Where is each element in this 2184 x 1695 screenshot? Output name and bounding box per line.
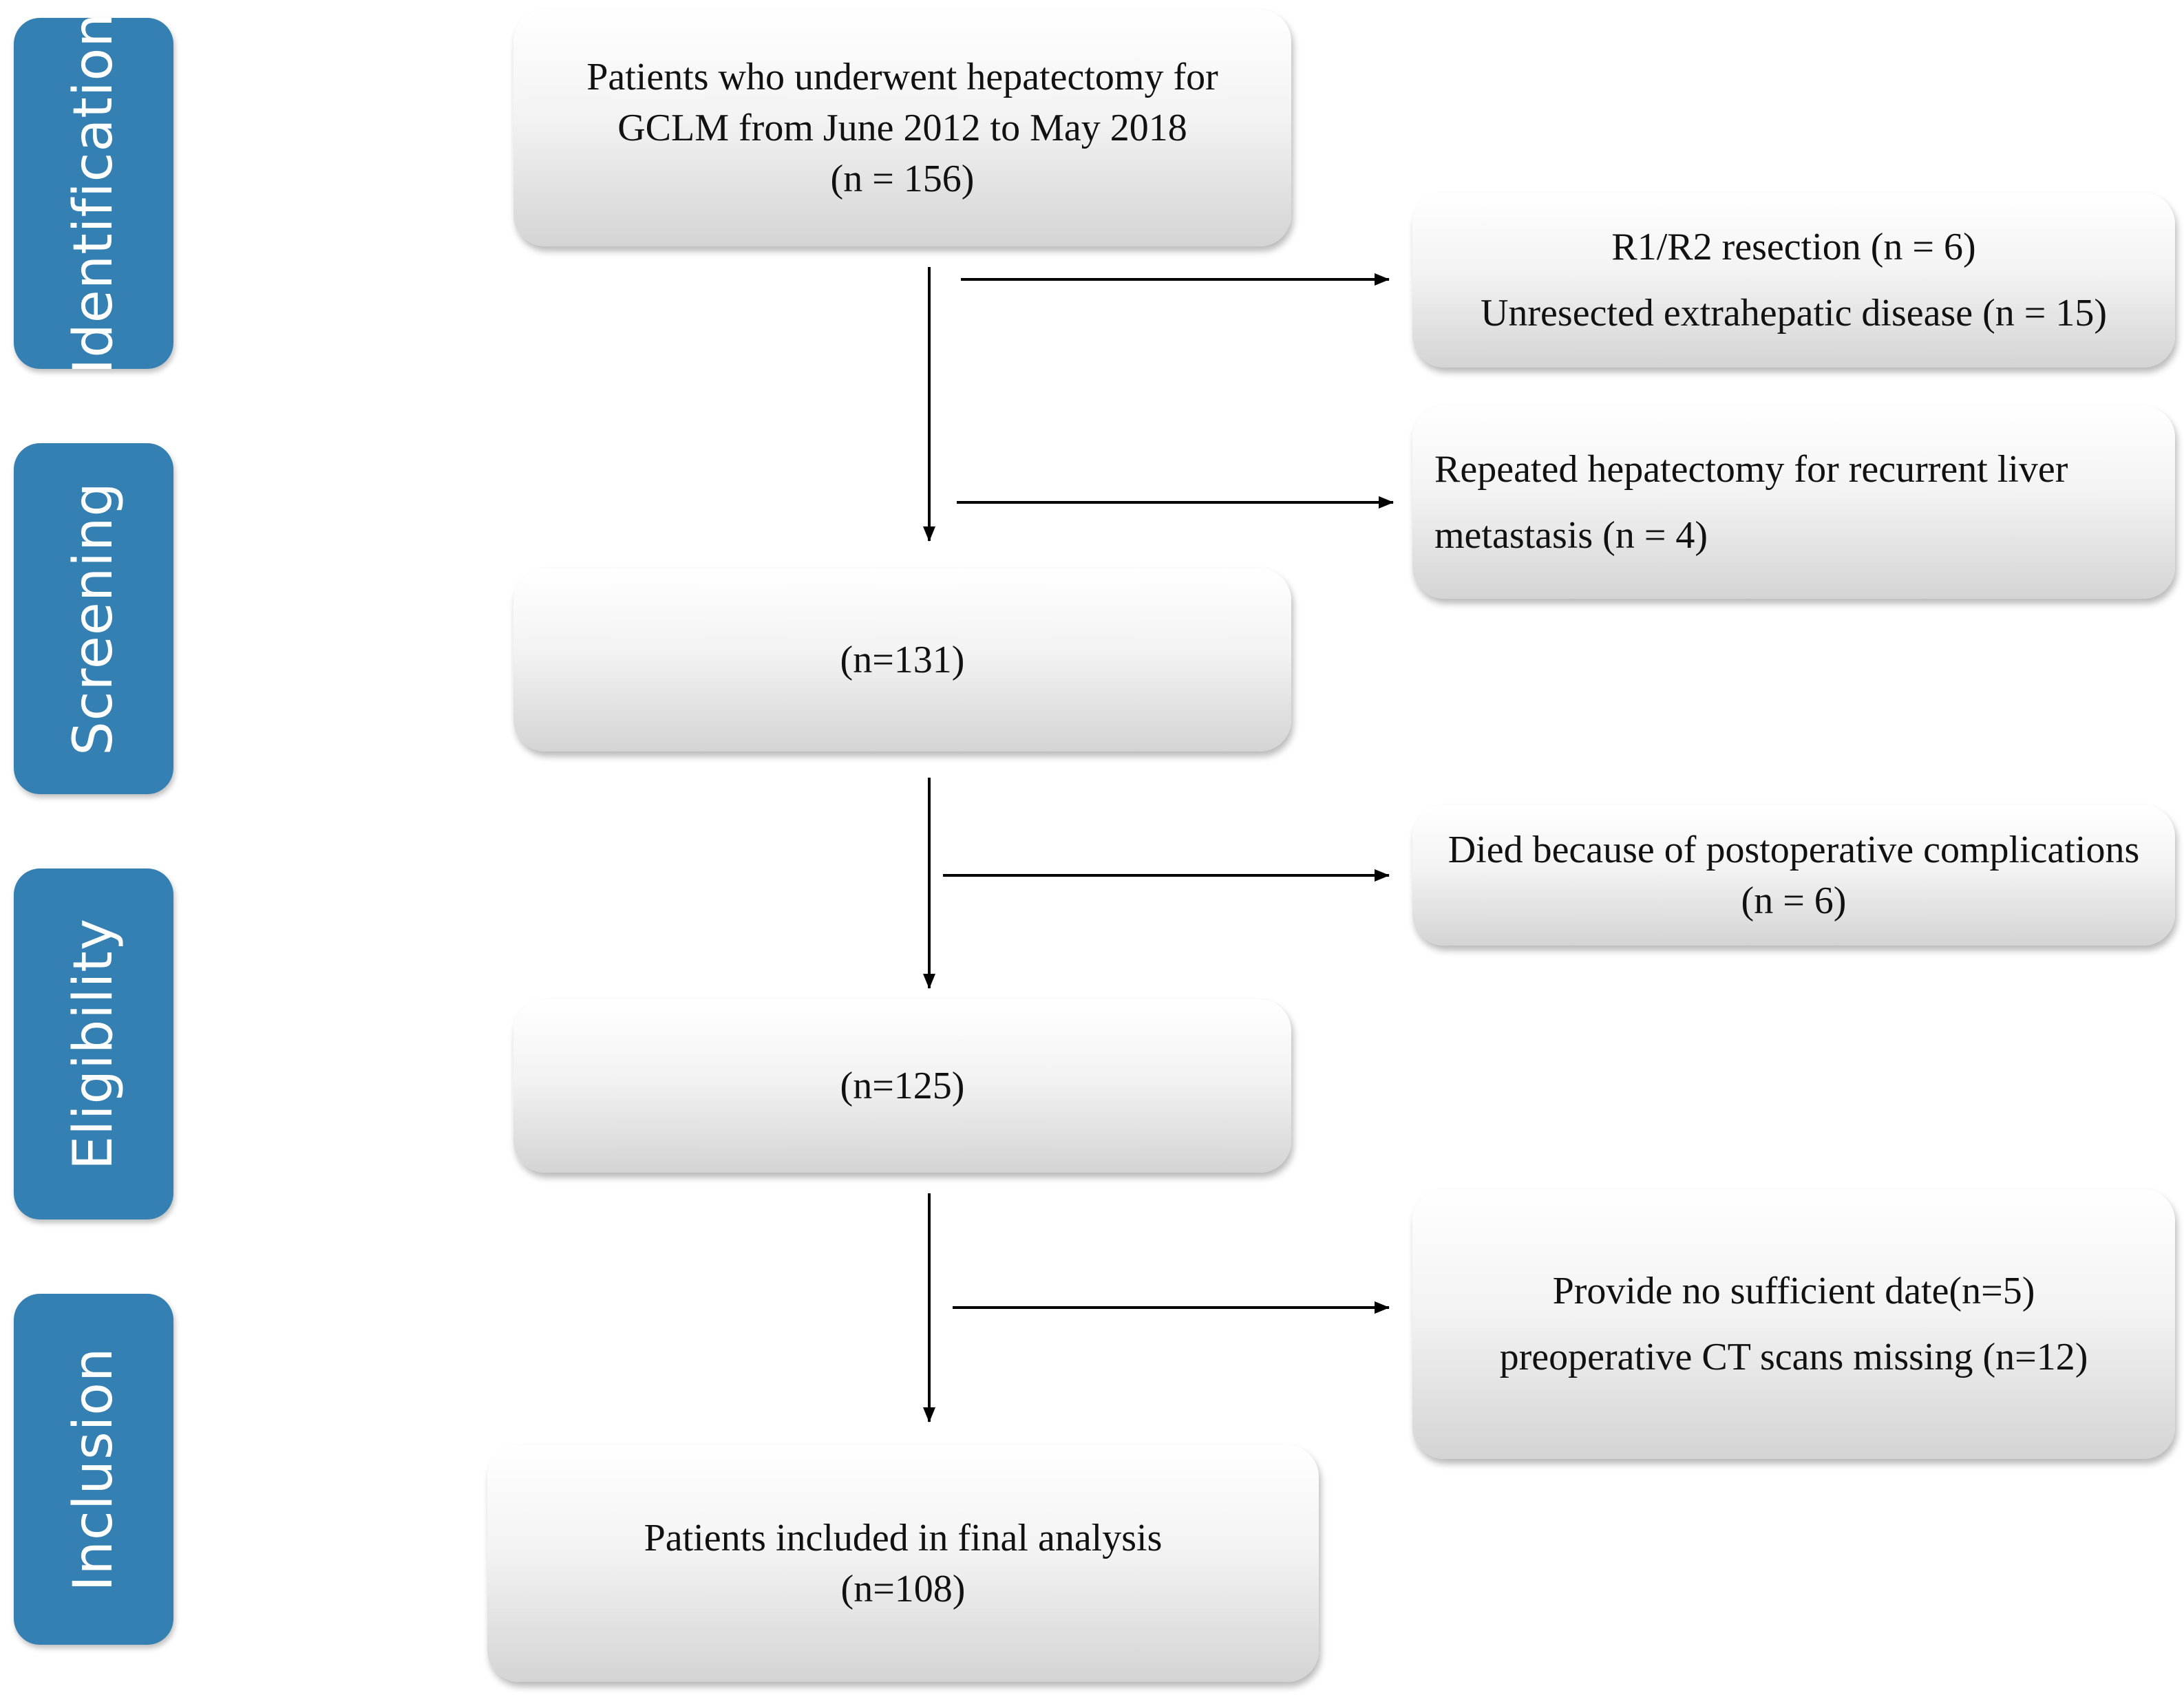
exclusion-resection-line-2: Unresected extrahepatic disease (n = 15) xyxy=(1480,292,2108,334)
stage-tab-screening: Screening xyxy=(14,443,173,794)
initial-cohort-line-1: Patients who underwent hepatectomy for xyxy=(586,56,1218,98)
exclusion-resection-line-1: R1/R2 resection (n = 6) xyxy=(1611,226,1976,268)
exclusion-died-line-2: (n = 6) xyxy=(1741,880,1847,922)
exclusion-died-box: Died because of postoperative complicati… xyxy=(1412,805,2175,946)
screened-cohort-box: (n=131) xyxy=(513,568,1291,751)
initial-cohort-line-2: GCLM from June 2012 to May 2018 xyxy=(617,107,1187,149)
exclusion-repeated-box: Repeated hepatectomy for recurrent liver… xyxy=(1412,406,2175,599)
exclusion-repeated-line-1: Repeated hepatectomy for recurrent liver xyxy=(1434,448,2068,491)
stage-tab-inclusion: Inclusion xyxy=(14,1294,173,1645)
stage-tab-identification: Identification xyxy=(14,12,173,374)
stage-tab-eligibility: Eligibility xyxy=(14,868,173,1219)
exclusion-data-line-2: preoperative CT scans missing (n=12) xyxy=(1499,1336,2088,1378)
final-cohort-count: (n=108) xyxy=(840,1568,966,1610)
exclusion-repeated-line-2: metastasis (n = 4) xyxy=(1434,514,1708,557)
exclusion-resection-box: R1/R2 resection (n = 6) Unresected extra… xyxy=(1412,193,2175,367)
exclusion-data-line-1: Provide no sufficient date(n=5) xyxy=(1552,1270,2035,1312)
final-cohort-box: Patients included in final analysis (n=1… xyxy=(487,1445,1319,1682)
exclusion-died-line-1: Died because of postoperative complicati… xyxy=(1448,829,2140,871)
eligible-cohort-box: (n=125) xyxy=(513,999,1291,1173)
initial-cohort-box: Patients who underwent hepatectomy for G… xyxy=(513,10,1291,246)
final-cohort-line-1: Patients included in final analysis xyxy=(644,1517,1163,1559)
screened-cohort-count: (n=131) xyxy=(840,639,965,681)
eligible-cohort-count: (n=125) xyxy=(840,1065,965,1107)
initial-cohort-count: (n = 156) xyxy=(830,158,975,200)
exclusion-data-box: Provide no sufficient date(n=5) preopera… xyxy=(1412,1189,2175,1459)
